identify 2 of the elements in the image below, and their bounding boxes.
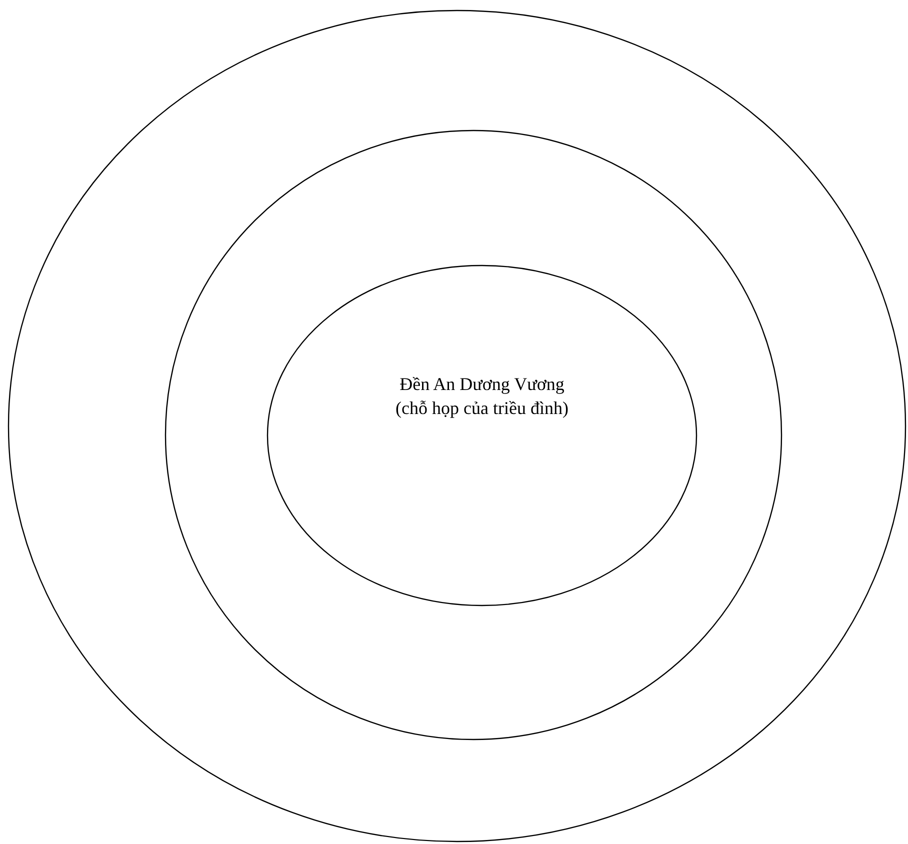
temple-name: Đền An Dương Vương (400, 373, 564, 396)
temple-note: (chỗ họp của triều đình) (396, 397, 568, 420)
